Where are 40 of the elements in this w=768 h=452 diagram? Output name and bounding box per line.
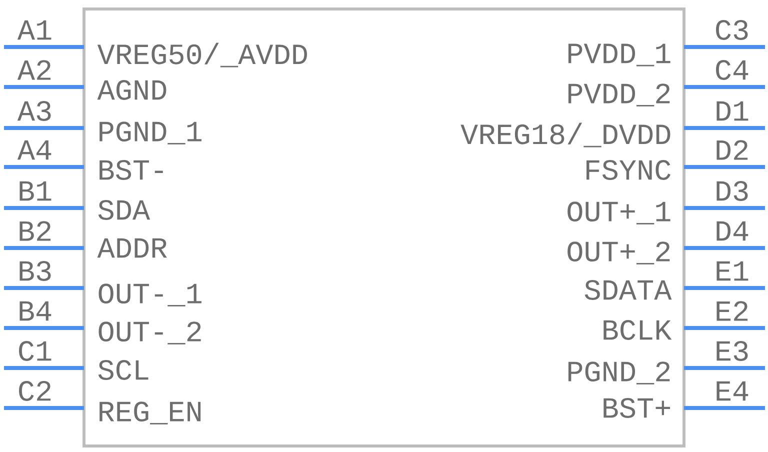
pin-name: BST- [100, 160, 163, 180]
pin-name: VREG18/_DVDD [460, 122, 670, 148]
pin-number: D1 [716, 101, 748, 121]
pin-name: PGND_1 [100, 122, 202, 144]
pin-number: C3 [716, 20, 748, 40]
pin-name: OUT-_1 [98, 284, 202, 306]
pin-number: C2 [19, 381, 51, 401]
pin-number: D3 [716, 181, 748, 201]
pin-name: AGND [97, 80, 166, 100]
pin-name: PVDD_1 [568, 44, 670, 66]
pin-number: B4 [20, 301, 52, 321]
pin-number: A3 [17, 101, 51, 121]
pin-number: D2 [716, 140, 748, 160]
pin-number: D4 [716, 221, 748, 241]
pin-number: A4 [17, 140, 52, 160]
pin-number: E3 [716, 341, 748, 361]
pin-number: A2 [17, 60, 51, 80]
pin-name: OUT-_2 [98, 322, 201, 344]
pin-number: C1 [19, 341, 52, 361]
pin-name: REG_EN [100, 402, 201, 424]
pin-name: BST+ [604, 398, 670, 418]
pin-name: PGND_2 [568, 362, 670, 384]
pin-name: OUT+_1 [568, 202, 670, 224]
pin-name: SDATA [584, 280, 672, 300]
pin-name: PVDD_2 [568, 84, 670, 106]
pin-name: SCL [98, 360, 148, 380]
pin-number: B3 [20, 261, 51, 281]
pin-number: B1 [20, 181, 52, 201]
pin-number: B2 [20, 221, 51, 241]
pin-number: A1 [17, 20, 52, 40]
pin-number: E4 [716, 381, 748, 401]
pin-name: VREG50/_AVDD [97, 42, 307, 68]
pin-number: E2 [716, 301, 748, 321]
pin-name: OUT+_2 [568, 242, 670, 264]
pin-name: FSYNC [586, 160, 670, 180]
pin-name: ADDR [97, 238, 167, 258]
pin-name: BCLK [604, 320, 672, 340]
pin-name: SDA [98, 200, 150, 220]
pin-number: E1 [716, 261, 748, 281]
pin-number: C4 [716, 60, 748, 80]
